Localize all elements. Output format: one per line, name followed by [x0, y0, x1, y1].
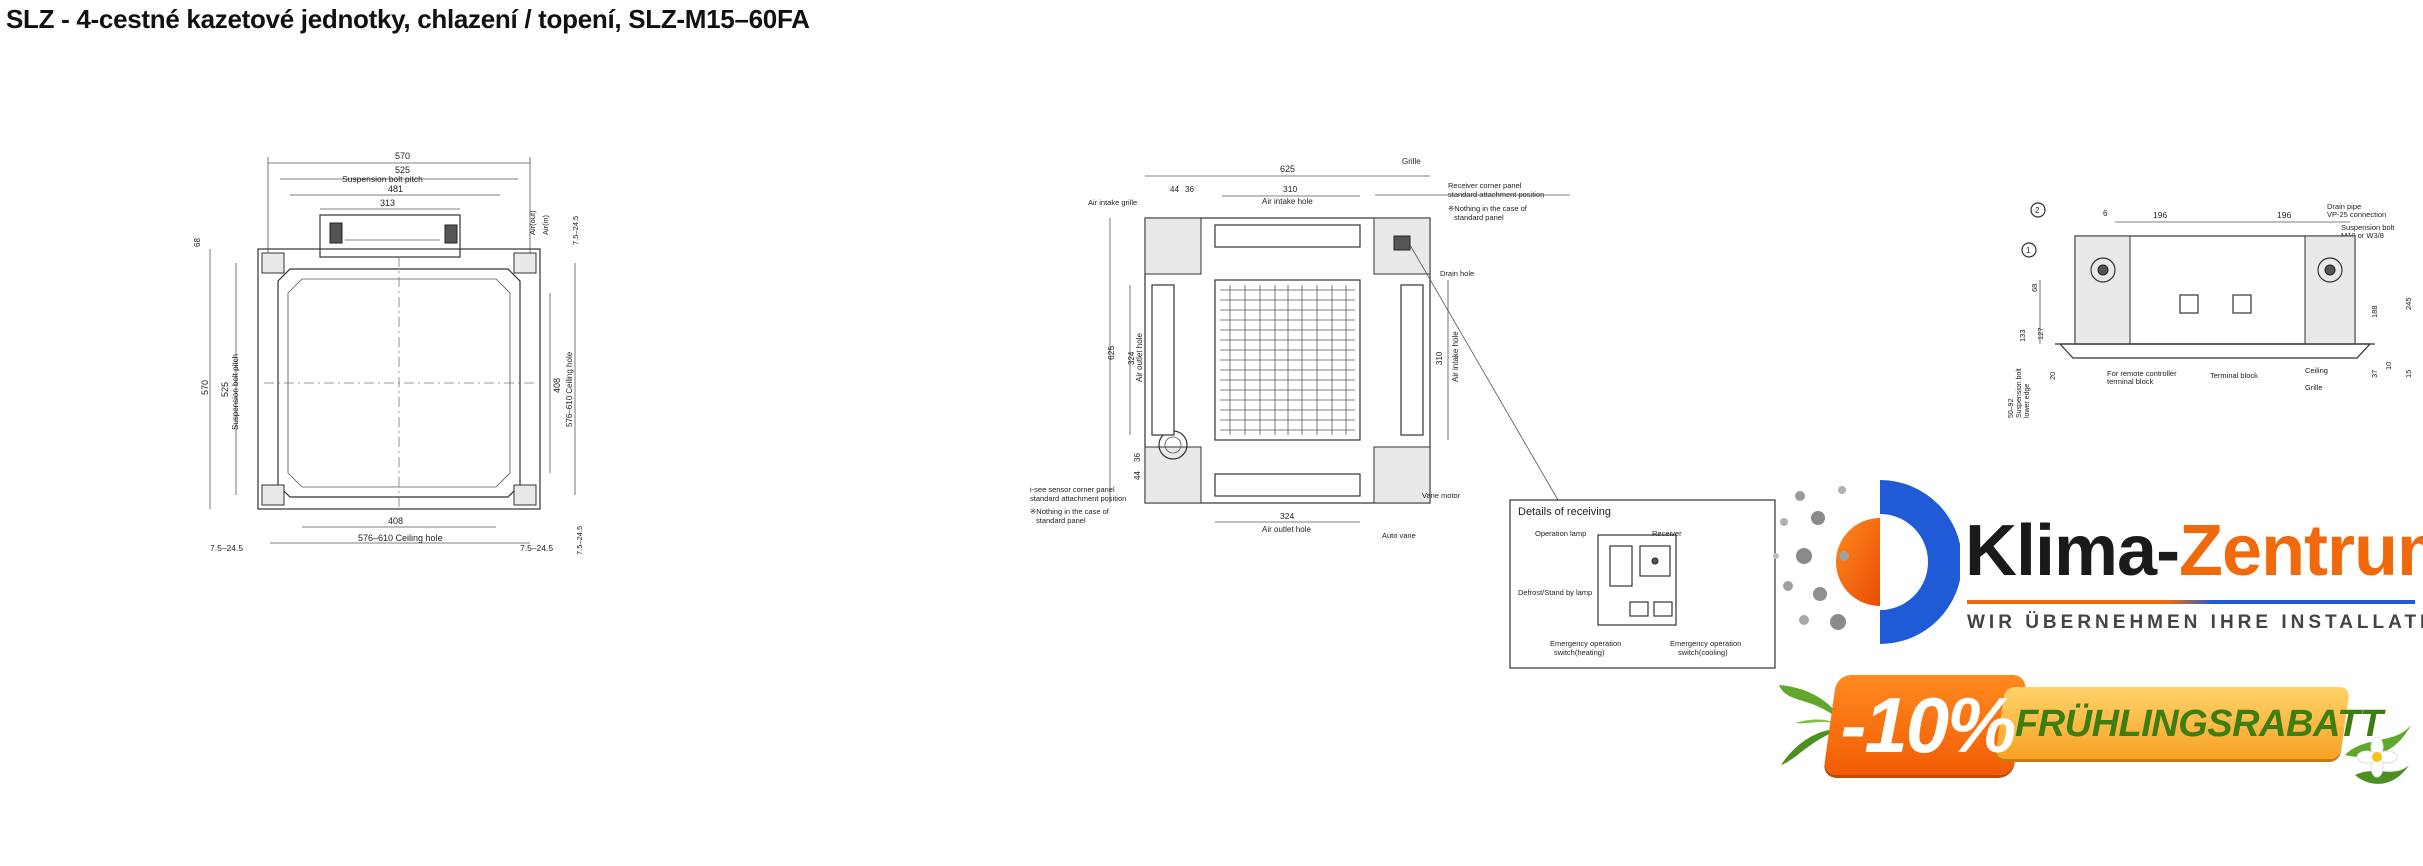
emer-heat-1: Emergency operation	[1550, 639, 1621, 648]
vane-motor-label: Vane motor	[1422, 491, 1461, 500]
isee-label-2: standard attachment position	[1030, 494, 1126, 503]
air-out-label: Air(out)	[528, 210, 537, 235]
dim-15: 15	[2404, 370, 2413, 378]
operation-lamp: Operation lamp	[1535, 529, 1586, 538]
nothing-1: ※Nothing in the case of	[1448, 204, 1528, 213]
dim-44-top: 44	[1170, 185, 1179, 194]
dim-324-bottom: 324	[1280, 511, 1294, 521]
terminal-label: Terminal block	[2210, 371, 2258, 380]
brand-name: Klima-Zentrum	[1965, 515, 2423, 587]
dim-68: 68	[193, 238, 202, 247]
air-intake-hole-top: Air intake hole	[1262, 197, 1313, 206]
side-view-drawing: 2 1 6 196 196 Drain pipe VP-25 connectio…	[2008, 202, 2413, 418]
dim-313: 313	[380, 198, 395, 208]
ceiling-hole-bottom: 576–610 Ceiling hole	[358, 533, 443, 543]
air-in-label: Air(in)	[541, 214, 550, 235]
isee-label-1: i-see sensor corner panel	[1030, 485, 1115, 494]
grille-label: Grille	[1402, 157, 1421, 166]
nothing-2: standard panel	[1454, 213, 1504, 222]
grille-lines	[1220, 285, 1355, 435]
remote-label-1: For remote controller	[2107, 369, 2177, 378]
dim-625-width: 625	[1280, 164, 1295, 174]
flower-icon	[2345, 725, 2411, 784]
circle-2: 2	[2035, 206, 2040, 215]
ceiling-hole-right: 576–610 Ceiling hole	[565, 351, 574, 427]
brand-name-part2: Zentrum	[2179, 511, 2423, 591]
auto-vane-label: Auto vane	[1382, 531, 1416, 540]
top-view-drawing: 570 525 Suspension bolt pitch 481 313 Ai…	[193, 151, 584, 555]
dim-625-height: 625	[1106, 346, 1116, 360]
dim-bottom-left: 7.5–24.5	[210, 543, 243, 553]
emer-cool-1: Emergency operation	[1670, 639, 1741, 648]
dim-44-left: 44	[1133, 471, 1142, 480]
grille-label-side: Grille	[2305, 383, 2323, 392]
dim-bottom-right: 7.5–24.5	[520, 543, 553, 553]
ceiling-label: Ceiling	[2305, 366, 2328, 375]
dim-570-top: 570	[395, 151, 410, 161]
bolt-pitch-label-left: Suspension bolt pitch	[231, 354, 240, 430]
dim-right-bottom: 7.5–24.5	[575, 526, 584, 555]
promo-text: FRÜHLINGSRABATT	[2015, 703, 2383, 745]
receiver-panel-2: standard attachment position	[1448, 190, 1544, 199]
dim-310-top: 310	[1283, 184, 1297, 194]
leaf-icon	[1779, 685, 1845, 765]
isee-label-3: ※Nothing in the case of	[1030, 507, 1110, 516]
bolt-pitch-label-top: Suspension bolt pitch	[342, 174, 423, 184]
emer-cool-2: switch(cooling)	[1678, 648, 1728, 657]
susp-bolt-2: M10 or W3/8	[2341, 231, 2384, 240]
dim-68: 68	[2030, 284, 2039, 292]
dim-408-right: 408	[552, 378, 562, 393]
dim-525-top: 525	[395, 165, 410, 175]
dim-133: 133	[2018, 329, 2027, 342]
promo-banner[interactable]: -10% FRÜHLINGSRABATT	[1775, 665, 2415, 800]
brand-tagline: WIR ÜBERNEHMEN IHRE INSTALLATION	[1967, 612, 2423, 633]
brand-mark-icon	[1773, 480, 1960, 644]
dim-196-a: 196	[2153, 210, 2167, 220]
dim-right-top: 7.5–24.5	[571, 216, 580, 245]
dim-10: 10	[2384, 362, 2393, 370]
dim-20: 20	[2048, 372, 2057, 380]
isee-label-4: standard panel	[1036, 516, 1086, 525]
drain-pipe-1: Drain pipe	[2327, 202, 2361, 211]
dim-525-left: 525	[220, 382, 230, 397]
brand-rule	[1967, 600, 2415, 604]
dim-37: 37	[2370, 370, 2379, 378]
emer-heat-2: switch(heating)	[1554, 648, 1605, 657]
dim-570-left: 570	[200, 380, 210, 395]
drain-pipe-2: VP-25 connection	[2327, 210, 2386, 219]
dim-36-top: 36	[1185, 185, 1194, 194]
dim-188: 188	[2370, 305, 2379, 318]
receiving-title: Details of receiving	[1518, 506, 1611, 518]
air-outlet-hole-v: Air outlet hole	[1135, 333, 1144, 382]
drain-hole-label: Drain hole	[1440, 269, 1474, 278]
panel-view-drawing: 625 Grille Receiver corner panel standar…	[1030, 157, 1776, 669]
susp-lower-1: 50–92	[2008, 398, 2015, 418]
dim-127: 127	[2036, 327, 2045, 340]
receiver-label: Receiver	[1652, 529, 1682, 538]
dim-408-bottom: 408	[388, 516, 403, 526]
dim-481: 481	[388, 184, 403, 194]
remote-label-2: terminal block	[2107, 377, 2154, 386]
defrost-lamp: Defrost/Stand by lamp	[1518, 588, 1592, 597]
dim-6: 6	[2103, 209, 2108, 218]
dim-324-v: 324	[1127, 351, 1136, 365]
brand-logo: Klima-Zentrum WIR ÜBERNEHMEN IHRE INSTAL…	[1760, 460, 2423, 660]
air-intake-hole-v: Air intake hole	[1451, 331, 1460, 382]
air-intake-grille-label: Air intake grille	[1088, 198, 1137, 207]
dim-196-b: 196	[2277, 210, 2291, 220]
promo-percent: -10%	[1840, 681, 2016, 769]
dim-310-v: 310	[1435, 351, 1444, 365]
susp-bolt-1: Suspension bolt	[2341, 223, 2395, 232]
dim-36-left: 36	[1133, 453, 1142, 462]
receiver-panel-1: Receiver corner panel	[1448, 181, 1522, 190]
air-outlet-hole-bottom: Air outlet hole	[1262, 525, 1311, 534]
brand-name-part1: Klima-	[1965, 511, 2180, 591]
susp-lower-2: Suspension bolt	[2016, 368, 2023, 418]
circle-1: 1	[2026, 246, 2031, 255]
dim-245: 245	[2404, 297, 2413, 310]
page-title: SLZ - 4-cestné kazetové jednotky, chlaze…	[6, 4, 810, 34]
susp-lower-3: lower edge	[2024, 384, 2031, 418]
